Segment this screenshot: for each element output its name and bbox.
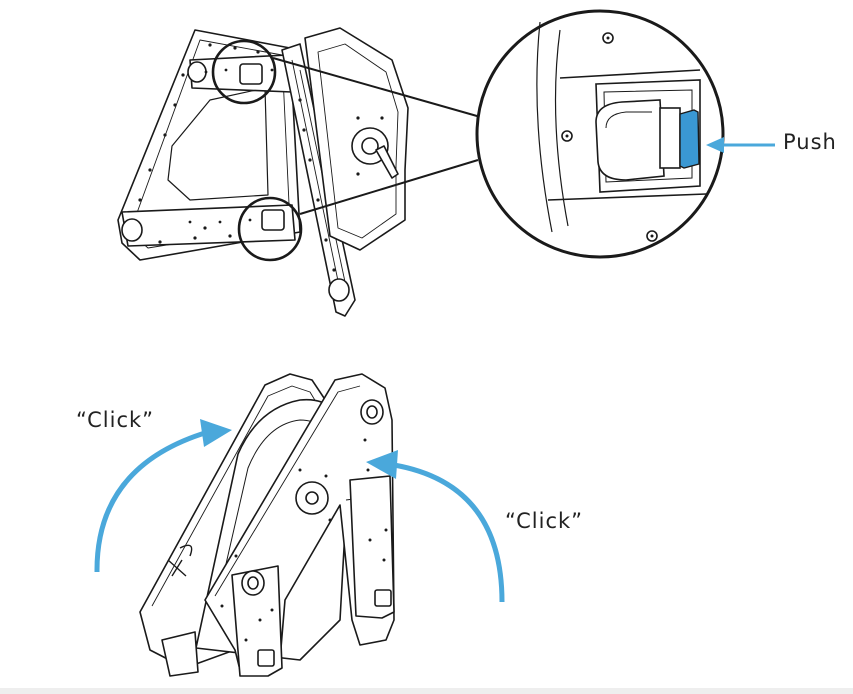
push-arrow bbox=[706, 137, 775, 153]
latch-detail-magnified bbox=[475, 9, 725, 259]
lower-latch-callout bbox=[237, 196, 303, 262]
right-click-arrow bbox=[366, 450, 505, 603]
folded-bracket-figure bbox=[117, 27, 485, 317]
push-label: Push bbox=[783, 130, 837, 154]
unfolded-bracket-figure bbox=[139, 373, 395, 677]
upper-latch-callout bbox=[211, 39, 277, 105]
click-label-left: “Click” bbox=[76, 408, 155, 432]
latch-button bbox=[679, 109, 700, 169]
click-label-right: “Click” bbox=[505, 509, 584, 533]
bottom-divider bbox=[0, 688, 853, 694]
left-click-arrow bbox=[94, 419, 232, 573]
